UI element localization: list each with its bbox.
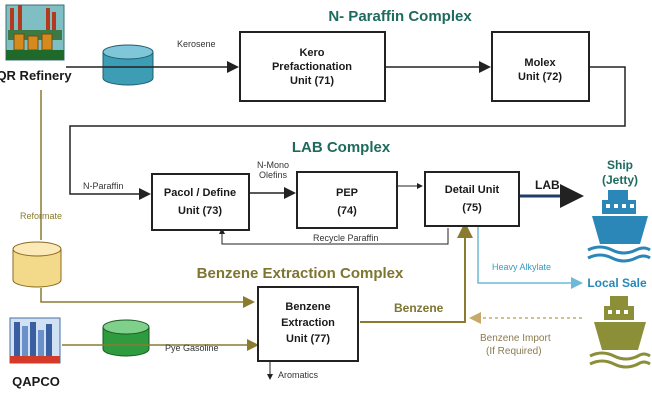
benzene-unit-line3: Unit (77) <box>286 333 330 345</box>
aromatics-label: Aromatics <box>278 370 319 380</box>
nparaffin-complex-title: N- Paraffin Complex <box>328 8 472 25</box>
lab-complex-title: LAB Complex <box>292 139 391 156</box>
molex-line1: Molex <box>524 57 556 69</box>
pacol-define-unit: Pacol / Define Unit (73) <box>151 173 250 231</box>
benzene-complex-title: Benzene Extraction Complex <box>197 265 404 282</box>
pye-gasoline-label: Pye Gasoline <box>165 343 219 353</box>
recycle-paraffin-label: Recycle Paraffin <box>313 233 378 243</box>
reformate-label: Reformate <box>20 211 62 221</box>
kero-line1: Kero <box>299 47 324 59</box>
flow-recycle-paraffin <box>219 228 449 245</box>
pep-unit: PEP (74) <box>296 171 398 229</box>
lab-flow-label: LAB <box>535 178 560 192</box>
pacol-line1: Pacol / Define <box>164 187 236 199</box>
reformate-tank-icon <box>12 241 62 288</box>
nmono-label-line2: Olefins <box>259 170 288 180</box>
kerosene-flow-label: Kerosene <box>177 39 216 49</box>
benzene-unit-line2: Extraction <box>281 317 335 329</box>
ship-label-line1: Ship <box>607 158 633 172</box>
detail-line2: (75) <box>462 202 482 214</box>
molex-line2: Unit (72) <box>518 71 562 83</box>
benzene-import-ship-icon <box>589 296 651 369</box>
flow-reformate-to-benzene <box>40 288 255 308</box>
ship-icon <box>587 190 651 263</box>
flow-heavy-alkylate <box>477 222 583 289</box>
refinery-icon <box>5 4 65 61</box>
kero-prefractionation-unit: Kero Prefactionation Unit (71) <box>239 31 386 102</box>
pep-line2: (74) <box>337 205 357 217</box>
benzene-extraction-unit: Benzene Extraction Unit (77) <box>257 286 359 362</box>
kero-line2: Prefactionation <box>272 61 352 73</box>
benzene-unit-line1: Benzene <box>285 301 330 313</box>
benzene-import-line1: Benzene Import <box>480 333 551 344</box>
molex-unit: Molex Unit (72) <box>491 31 590 102</box>
kero-line3: Unit (71) <box>290 75 334 87</box>
detail-unit: Detail Unit (75) <box>424 171 520 227</box>
ship-label-line2: (Jetty) <box>602 173 638 187</box>
benzene-flow-label: Benzene <box>394 301 444 315</box>
local-sale-label: Local Sale <box>587 276 647 290</box>
pye-gasoline-tank-icon <box>102 319 150 357</box>
pacol-line2: Unit (73) <box>178 205 222 217</box>
kerosene-tank-icon <box>102 44 154 86</box>
detail-line1: Detail Unit <box>445 184 500 196</box>
heavy-alkylate-label: Heavy Alkylate <box>492 262 551 272</box>
nparaffin-flow-label: N-Paraffin <box>83 181 123 191</box>
pep-line1: PEP <box>336 187 358 199</box>
flow-molex-to-pacol <box>69 66 626 200</box>
qapco-label: QAPCO <box>12 374 60 389</box>
benzene-import-line2: (If Required) <box>486 346 542 357</box>
qapco-icon <box>9 317 61 364</box>
refinery-label: QR Refinery <box>0 68 72 83</box>
flow-benzene-to-detail <box>360 222 473 323</box>
nmono-label-line1: N-Mono <box>257 160 289 170</box>
